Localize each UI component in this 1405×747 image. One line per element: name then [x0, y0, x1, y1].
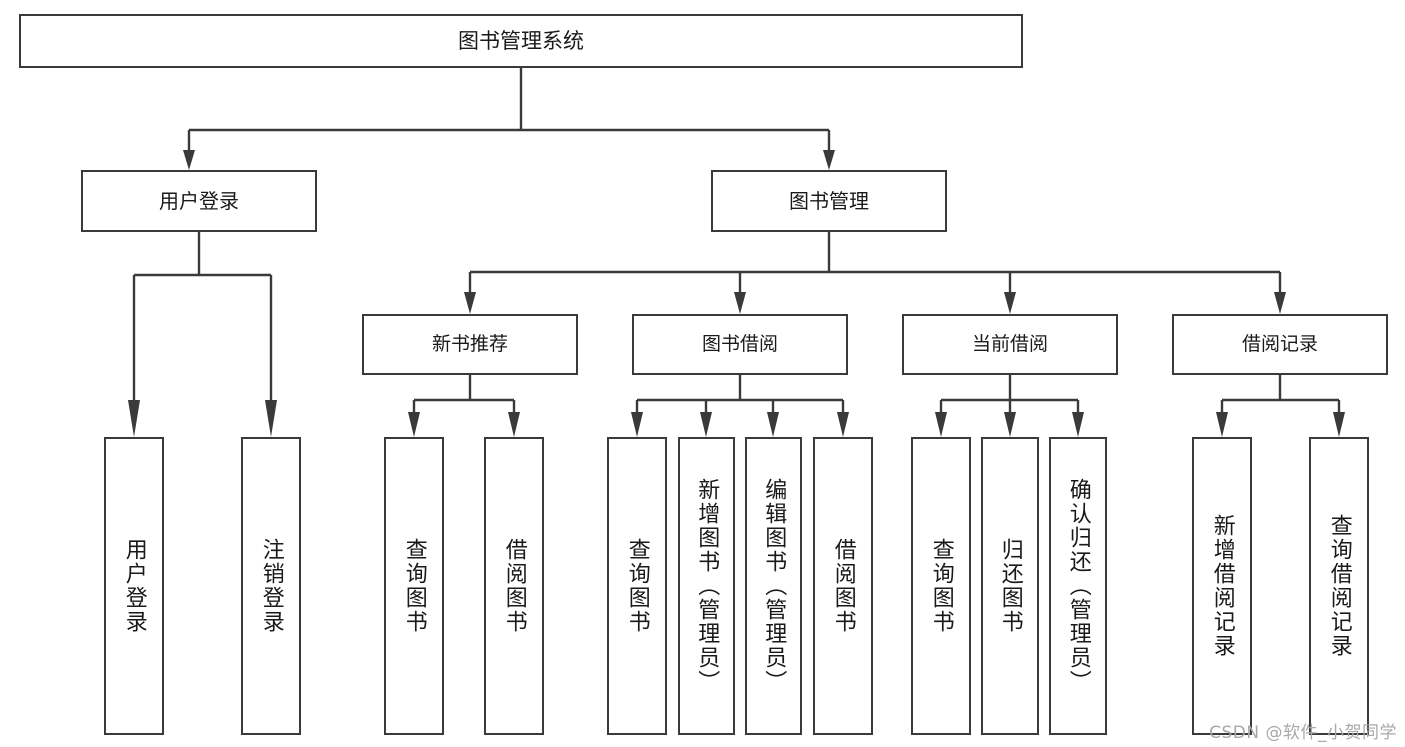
- node-book-management[interactable]: 图书管理: [711, 170, 947, 232]
- node-label: 图书管理: [789, 188, 869, 213]
- node-root-system[interactable]: 图书管理系统: [19, 14, 1023, 68]
- node-label: 图书借阅: [701, 332, 778, 355]
- node-label: 借阅记录: [1241, 332, 1318, 355]
- node-label: 用户登录: [159, 188, 239, 213]
- node-label: 注销登录: [258, 538, 284, 634]
- node-leaf-user-login[interactable]: 用户登录: [104, 437, 164, 735]
- node-label: 新增借阅记录: [1209, 514, 1235, 658]
- node-leaf-add-book[interactable]: 新增图书（管理员）: [678, 437, 735, 735]
- node-leaf-query-borrow-record[interactable]: 查询借阅记录: [1309, 437, 1369, 735]
- node-label: 查询借阅记录: [1326, 514, 1352, 658]
- node-label: 图书管理系统: [458, 28, 584, 53]
- node-leaf-confirm-return[interactable]: 确认归还（管理员）: [1049, 437, 1107, 735]
- node-leaf-add-borrow-record[interactable]: 新增借阅记录: [1192, 437, 1252, 735]
- node-user-login[interactable]: 用户登录: [81, 170, 317, 232]
- node-current-borrow[interactable]: 当前借阅: [902, 314, 1118, 375]
- node-book-borrow[interactable]: 图书借阅: [632, 314, 848, 375]
- node-label: 确认归还（管理员）: [1065, 478, 1091, 694]
- node-new-book-recommend[interactable]: 新书推荐: [362, 314, 578, 375]
- node-label: 当前借阅: [971, 332, 1048, 355]
- node-leaf-edit-book[interactable]: 编辑图书（管理员）: [745, 437, 802, 735]
- node-label: 新书推荐: [431, 332, 508, 355]
- node-label: 查询图书: [401, 538, 427, 634]
- node-leaf-borrow-book[interactable]: 借阅图书: [813, 437, 873, 735]
- node-borrow-record[interactable]: 借阅记录: [1172, 314, 1388, 375]
- node-label: 用户登录: [121, 538, 147, 634]
- node-leaf-query-book-recommend[interactable]: 查询图书: [384, 437, 444, 735]
- node-leaf-logout-login[interactable]: 注销登录: [241, 437, 301, 735]
- node-leaf-query-book-borrow[interactable]: 查询图书: [607, 437, 667, 735]
- node-label: 查询图书: [624, 538, 650, 634]
- node-label: 借阅图书: [501, 538, 527, 634]
- node-label: 归还图书: [997, 538, 1023, 634]
- node-label: 新增图书（管理员）: [694, 478, 720, 694]
- node-label: 借阅图书: [830, 538, 856, 634]
- node-leaf-borrow-book-recommend[interactable]: 借阅图书: [484, 437, 544, 735]
- node-leaf-query-book-current[interactable]: 查询图书: [911, 437, 971, 735]
- node-label: 查询图书: [928, 538, 954, 634]
- node-leaf-return-book[interactable]: 归还图书: [981, 437, 1039, 735]
- csdn-watermark: CSDN @软件_小贺同学: [1209, 723, 1397, 743]
- node-label: 编辑图书（管理员）: [761, 478, 787, 694]
